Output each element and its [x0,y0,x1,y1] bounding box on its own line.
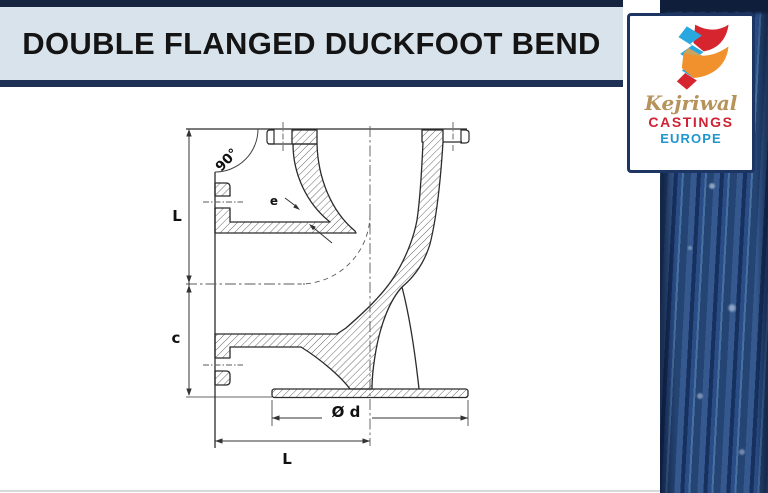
e-leader-inner [284,197,296,206]
left-flange-upper-rim [214,182,231,197]
e-leader-arrowheads [293,204,316,231]
dim-label-L-bottom: L [282,450,292,468]
angle-arc [214,128,259,173]
dim-label-e: e [270,194,278,208]
bottom-hairline [0,490,660,492]
left-flange-lower-rim [214,370,231,386]
top-accent-bar [0,0,623,7]
header-rule [0,80,623,87]
foot-rib-outline [401,286,420,390]
kejriwal-logo-mark [676,24,729,90]
top-flange-right-bead [460,129,470,144]
outer-wall-and-foot-section [214,129,444,390]
dimension-arrowheads [186,129,468,444]
title-banner: DOUBLE FLANGED DUCKFOOT BEND [0,7,623,80]
bend-centerline-arc [299,213,371,285]
angle-label: 90° [212,145,241,174]
page-title: DOUBLE FLANGED DUCKFOOT BEND [22,26,601,61]
logo-card: Kejriwal CASTINGS EUROPE [627,13,755,173]
logo-company-line: CASTINGS [648,114,734,130]
dim-label-base-diameter: Ø d [332,403,361,421]
logo-region-line: EUROPE [660,131,722,147]
logo-script-name: Kejriwal [644,91,738,115]
top-flange-left-section [291,129,318,145]
e-leader-outer [313,227,333,244]
top-flange-left-bead [266,129,275,145]
dim-label-c: c [172,329,181,347]
dim-label-L-vertical: L [172,207,182,225]
